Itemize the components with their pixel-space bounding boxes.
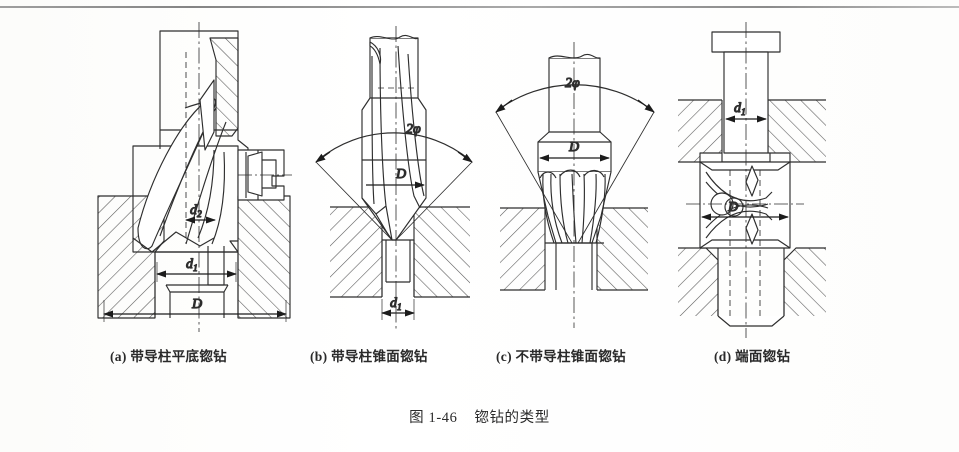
panel-b-drawing: 2φ D d1: [315, 26, 473, 332]
dim-label-d2: d2: [190, 203, 202, 220]
panel-d-workpiece-upper-right: [767, 99, 826, 163]
panel-d-drawing: d1 D: [678, 22, 826, 338]
dim-label-d1: d1: [186, 257, 198, 274]
panel-c-drawing: 2φ D: [495, 42, 655, 328]
dim-label-D: D: [191, 297, 202, 312]
dim-label-2phi-b: 2φ: [406, 122, 421, 137]
dim-label-D-c: D: [568, 140, 579, 155]
panel-a-drawing: d2 d1 D: [97, 22, 292, 332]
subcaption-b: (b) 带导柱锥面锪钻: [310, 349, 428, 364]
dim-label-D-d: D: [727, 200, 738, 215]
panel-c-dim-D: D: [538, 139, 611, 162]
scan-rule-line: [0, 6, 959, 8]
panel-a-workpiece-right: [229, 195, 291, 319]
panel-b-dim-D: D: [366, 166, 426, 189]
panel-c-workpiece-left: [500, 207, 546, 291]
panel-d-dim-D: D: [700, 199, 790, 221]
panel-c-workpiece-right: [596, 207, 648, 291]
panel-a-dim-D: D: [102, 296, 288, 318]
subcaption-row: (a) 带导柱平底锪钻 (b) 带导柱锥面锪钻 (c) 不带导柱锥面锪钻 (d)…: [0, 345, 959, 371]
panel-b-workpiece-right: [413, 206, 470, 298]
dim-label-D-b: D: [395, 167, 406, 182]
panel-a-dim-d2: d2: [184, 202, 217, 224]
panel-b-dim-d1: d1: [380, 295, 416, 320]
panel-b-workpiece-left: [330, 206, 383, 298]
subcaption-c: (c) 不带导柱锥面锪钻: [496, 349, 626, 364]
subcaption-a: (a) 带导柱平底锪钻: [110, 349, 227, 364]
subcaption-d: (d) 端面锪钻: [714, 349, 791, 364]
dim-label-2phi-c: 2φ: [565, 76, 580, 91]
panel-d-workpiece-lower-right: [783, 247, 826, 316]
panel-d-workpiece-lower-left: [678, 247, 719, 316]
panel-d-workpiece-upper-left: [678, 99, 723, 163]
figure-caption: 图 1-46 锪钻的类型: [409, 410, 550, 426]
